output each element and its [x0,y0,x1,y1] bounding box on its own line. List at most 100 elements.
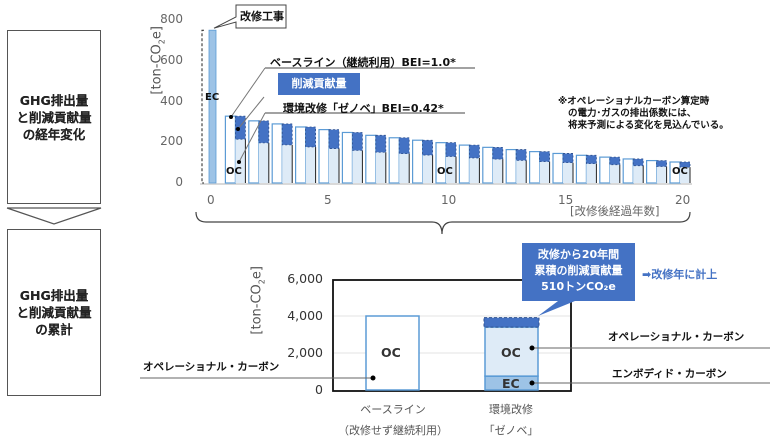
reduction-bar [586,154,597,165]
category-baseline: ベースライン [360,403,426,416]
oc-label-year1: OC [226,166,242,177]
bottom-y-axis-label: [ton-CO2e] [249,266,267,335]
baseline-bar [645,159,658,184]
reduction-bar [234,115,246,140]
renovation-leader [238,112,266,163]
reduction-bar [515,149,527,161]
callout-pointer [538,301,575,316]
reduction-bar [305,126,317,148]
annual-change-label: GHG排出量と削減貢献量の経年変化 [16,92,92,142]
reduction-bar [632,158,644,167]
baseline-bar [505,148,517,184]
category-renovation: 環境改修 [489,403,533,416]
x-tick-label: 5 [324,193,332,207]
y-tick-label: 800 [160,12,183,26]
renovation-oc-bar [399,153,410,183]
ec-bracket [201,29,204,184]
renovation-ec-label: EC [502,376,520,391]
renovation-oc-bar [469,157,480,183]
baseline-bar [365,134,377,184]
baseline-bar [622,158,634,184]
reduction-bar [539,151,550,163]
renovation-oc-bar [586,163,597,183]
baseline-bar [341,131,353,184]
renovation-oc-label: OC [501,345,521,360]
y-tick-label: 200 [160,134,183,149]
reduction-bar [468,144,480,159]
oc-dot [529,345,535,351]
baseline-leader [230,67,266,118]
reduction-dot [236,127,240,131]
left-operational-carbon-label: オペレーショナル・カーボン [143,361,280,373]
category-renovation-sub: 「ゼノベ」 [483,424,539,437]
renovation-oc-bar [422,155,433,183]
reduction-leader [237,96,265,130]
note-line: ※オペレーショナルカーボン算定時 [558,96,710,107]
renovation-oc-bar [539,161,550,183]
bottom-y-tick-label: 2,000 [287,345,323,360]
renovation-oc-bar [375,152,386,183]
reduction-bar [492,146,504,160]
reduction-bar [351,132,363,151]
reduction-bar [258,120,270,144]
renovation-oc-bar [563,162,573,183]
baseline-bar [552,152,564,184]
reduction-bar [656,160,667,167]
reduction-cumulative-bar [483,317,540,328]
emission-factor-note: ※オペレーショナルカーボン算定時 の電力･ガスの排出係数には、 将来予測による変… [558,96,729,132]
baseline-bar [528,151,541,184]
baseline-oc-label: OC [381,345,401,360]
ec-bar [208,29,217,184]
baseline-bar [482,146,494,184]
renovation-oc-bar [305,146,316,183]
bottom-y-tick-label: 4,000 [287,308,323,323]
operational-carbon-label: オペレーショナル・カーボン [608,331,745,343]
baseline-legend: ベースライン（継続利用）BEI=1.0* [270,56,456,69]
ec-bar-label: EC [205,92,220,103]
renovation-work-label: 改修工事 [240,10,284,23]
reduction-bar [375,134,387,153]
note-line: の電力･ガスの排出係数には、 [568,108,697,119]
reduction-bar [328,129,340,149]
reduction-bar [422,139,434,156]
annual-change-box: GHG排出量と削減貢献量の経年変化 GHG排出量と削減貢献量の経年変化 [7,30,101,204]
renovation-oc-bar [282,144,293,183]
cumulative-label: GHG排出量と削減貢献量の累計 [16,288,92,337]
left-oc-dot [370,375,376,381]
category-baseline-sub: （改修せず継続利用） [338,424,448,437]
renovation-dot [237,160,241,164]
x-axis-label: [改修後経過年数] [570,204,660,218]
reduction-bar [398,137,410,155]
baseline-bar [388,137,400,184]
embodied-carbon-label: エンボディド・カーボン [612,368,727,380]
x-tick-label: 15 [558,193,574,207]
reduction-bar [445,142,457,157]
callout-side-note: ➡改修年に計上 [642,268,718,281]
baseline-bar [295,126,307,184]
oc-label-year20: OC [672,166,688,177]
reduction-bar [281,123,293,146]
baseline-bar [575,154,588,184]
ec-dot [529,380,535,386]
bottom-y-tick-label: 6,000 [287,271,323,286]
callout-line: 改修から20年間 [537,248,620,261]
renovation-legend: 環境改修「ゼノベ」BEI=0.42* [283,102,444,115]
x-tick-label: 10 [441,193,457,207]
x-tick-label: 20 [675,193,691,207]
x-tick-label: 0 [207,193,215,207]
y-tick-label: 600 [160,52,183,67]
baseline-bar [248,120,260,184]
bottom-y-tick-label: 0 [315,382,323,397]
renovation-oc-bar [492,159,503,183]
baseline-bar [412,139,424,184]
renovation-oc-bar [656,166,667,183]
oc-label-year10: OC [437,166,453,177]
reduction-bar [609,156,621,166]
renovation-oc-bar [633,165,644,183]
baseline-bar [458,144,470,184]
baseline-bar [271,123,283,184]
callout-line: 510トンCO₂e [541,280,616,293]
renovation-oc-bar [258,142,269,183]
baseline-bar [318,129,330,184]
